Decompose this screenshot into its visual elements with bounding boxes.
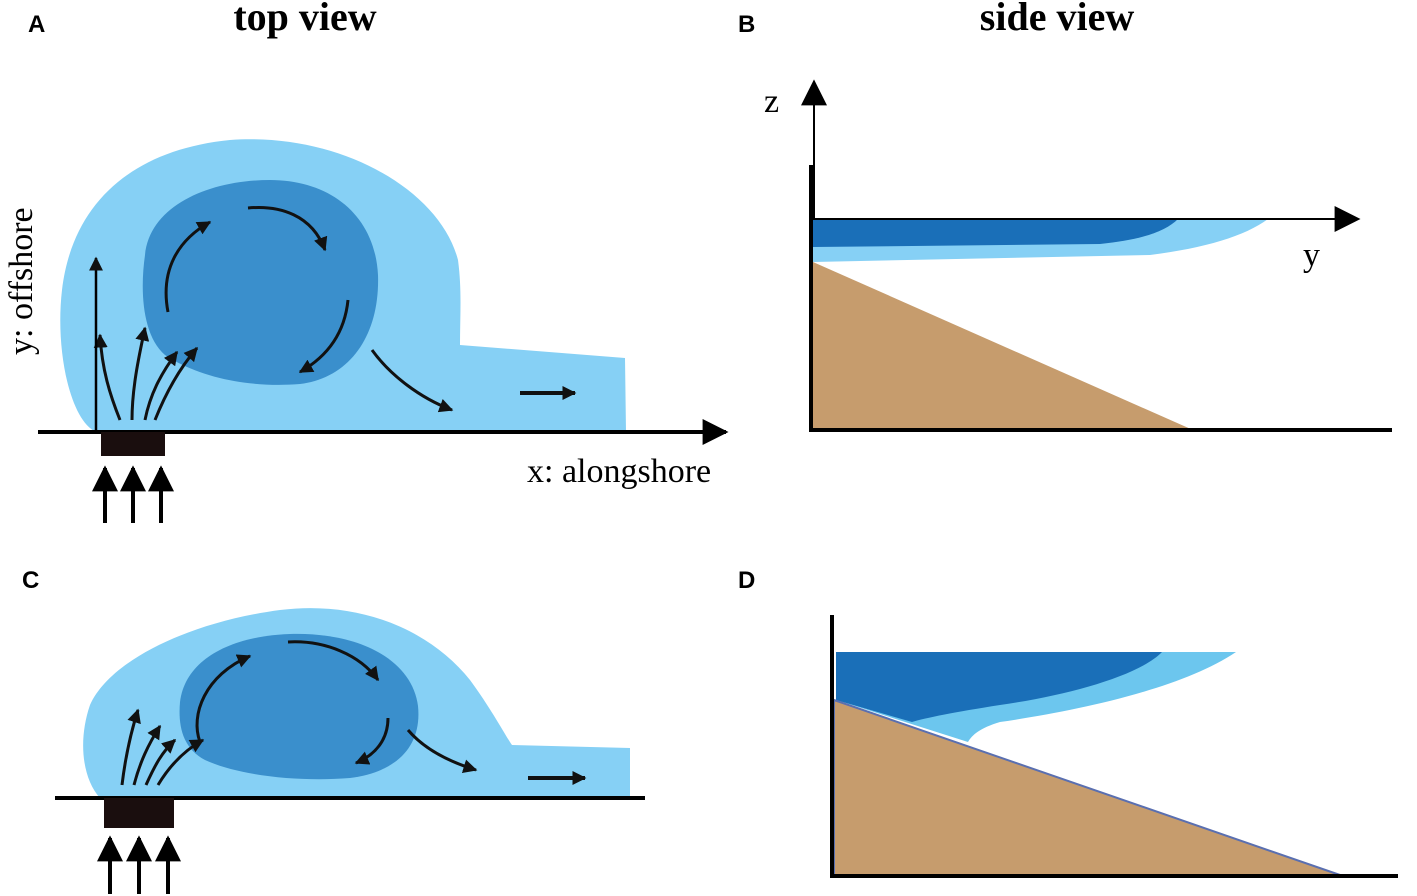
panel-d: D	[738, 567, 1398, 878]
circulation-arrow	[247, 206, 328, 252]
panel-c: C	[22, 567, 645, 894]
panel-a-heading: top view	[233, 0, 376, 39]
circulation-arrow	[287, 640, 380, 682]
bulge-c	[179, 633, 419, 780]
fan-arrow	[143, 350, 179, 421]
fan-arrow	[156, 738, 205, 786]
fan-arrow	[132, 724, 162, 786]
y-axis-label: y: offshore	[3, 207, 40, 355]
circulation-arrow	[164, 220, 212, 313]
panel-b-letter: B	[738, 11, 755, 38]
panel-b: B side view z y	[738, 0, 1392, 432]
panel-a: A top view y: offshore x: alongshore	[3, 0, 729, 523]
bulge-a	[142, 180, 379, 385]
fan-arrow	[130, 326, 150, 421]
shelf-b	[813, 262, 1193, 430]
x-axis-label: x: alongshore	[527, 453, 711, 490]
panel-b-heading: side view	[980, 0, 1135, 39]
river-mouth-c	[104, 798, 174, 828]
fan-arrow	[153, 346, 199, 421]
circulation-arrow	[298, 299, 350, 374]
panel-c-letter: C	[22, 567, 39, 594]
fan-arrow	[93, 333, 122, 421]
outflow-arrow	[370, 349, 454, 413]
plume-deep-b	[813, 219, 1178, 247]
panel-d-letter: D	[738, 567, 755, 594]
plume-deep-d	[836, 652, 1162, 722]
circulation-arrow	[354, 717, 390, 765]
outflow-arrow	[406, 729, 478, 773]
fan-arrow	[120, 708, 141, 786]
y-axis-b-label: y	[1303, 237, 1320, 274]
shelf-d	[833, 698, 1341, 876]
circulation-arrow	[195, 654, 252, 743]
panel-a-letter: A	[28, 11, 45, 38]
z-axis-label: z	[764, 83, 779, 120]
river-mouth	[101, 432, 165, 456]
fan-arrow	[144, 738, 177, 786]
